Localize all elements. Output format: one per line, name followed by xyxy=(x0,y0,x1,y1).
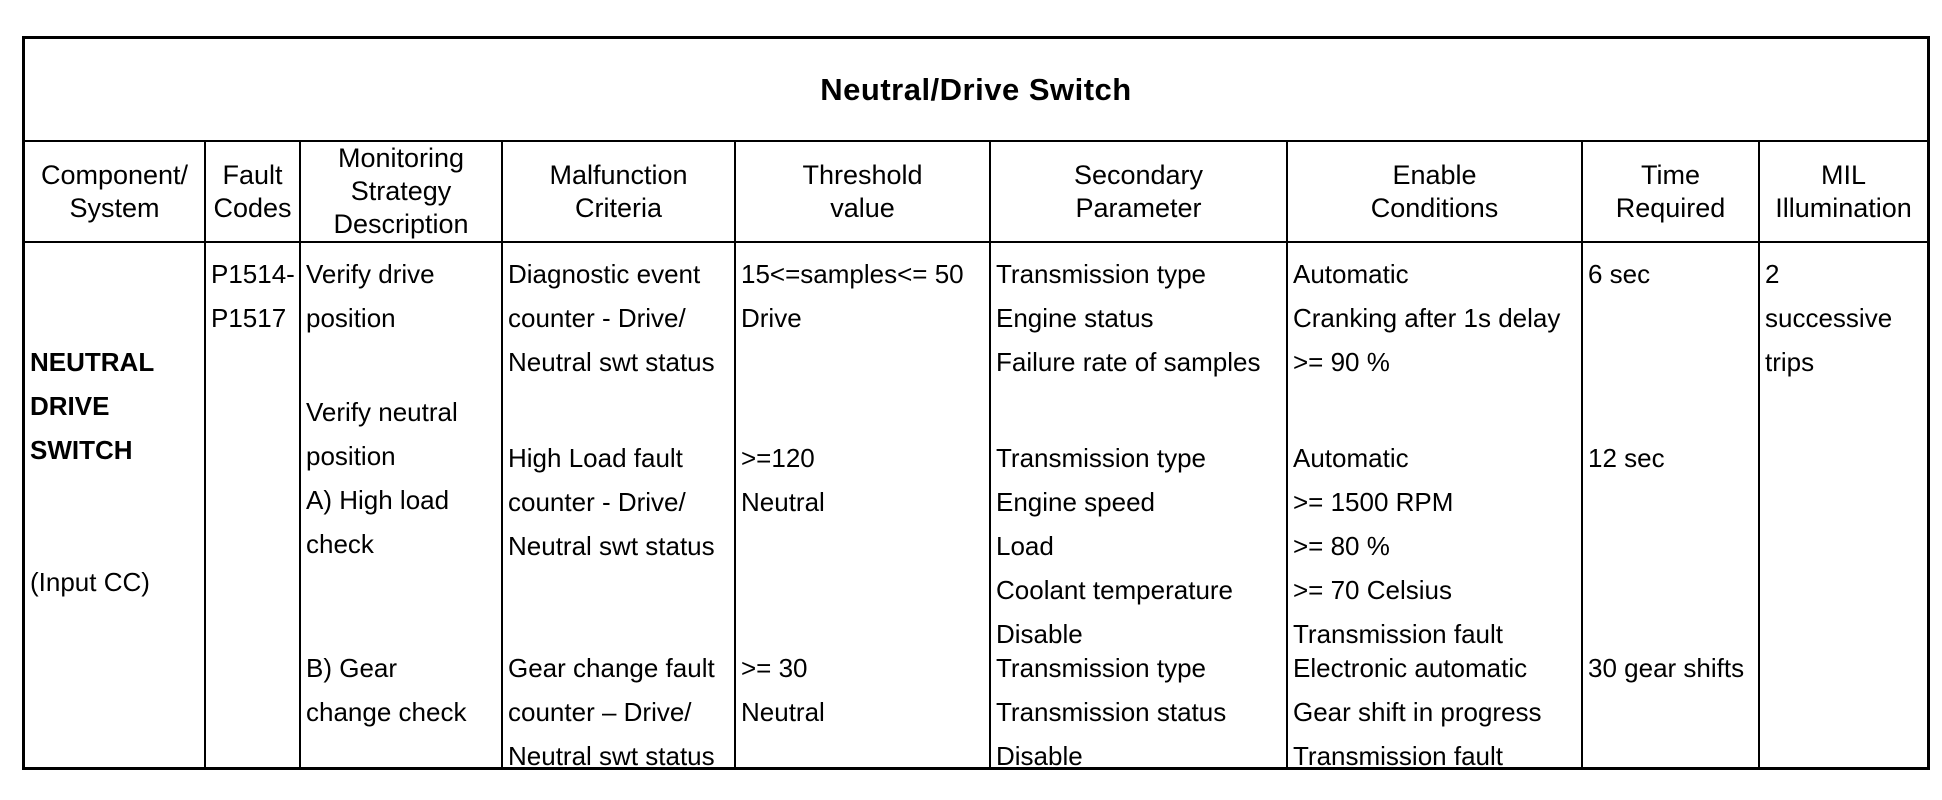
column-header-threshold-value: Threshold value xyxy=(736,142,991,241)
table-body-row: NEUTRAL DRIVE SWITCH (Input CC) P1514- P… xyxy=(25,243,1927,767)
column-header-mil-illumination: MIL Illumination xyxy=(1775,159,1912,223)
cell-fault-codes: P1514- P1517 xyxy=(206,243,301,767)
cell-monitoring-strategy: Verify drive position Verify neutral pos… xyxy=(301,243,503,767)
cell-threshold-value: 15<=samples<= 50 Drive >=120 Neutral >= … xyxy=(736,243,991,767)
cell-component-system: NEUTRAL DRIVE SWITCH (Input CC) xyxy=(25,243,206,767)
threshold-check-2: >=120 Neutral xyxy=(741,443,825,517)
threshold-check-3: >= 30 Neutral xyxy=(741,653,825,727)
column-header-enable-conditions: Enable Conditions xyxy=(1288,142,1583,241)
time-check-2: 12 sec xyxy=(1588,443,1665,473)
cell-mil-illumination: 2 successive trips xyxy=(1760,243,1927,767)
monitoring-check-2: Verify neutral position A) High load che… xyxy=(306,397,458,559)
monitoring-check-3: B) Gear change check xyxy=(306,653,467,727)
component-name: NEUTRAL DRIVE SWITCH (Input CC) xyxy=(30,252,204,692)
column-header-fault-codes: Fault Codes xyxy=(206,142,301,241)
cell-enable-conditions: Automatic Cranking after 1s delay >= 90 … xyxy=(1288,243,1583,767)
cell-malfunction-criteria: Diagnostic event counter - Drive/ Neutra… xyxy=(503,243,736,767)
diagnostic-summary-table: Neutral/Drive Switch Component/ System F… xyxy=(22,36,1930,770)
time-check-3: 30 gear shifts xyxy=(1588,653,1745,683)
malfunction-check-1: Diagnostic event counter - Drive/ Neutra… xyxy=(508,259,715,377)
cell-time-required: 6 sec 12 sec 30 gear shifts xyxy=(1583,243,1760,767)
secondary-check-1: Transmission type Engine status Failure … xyxy=(996,259,1261,377)
time-check-1: 6 sec xyxy=(1588,259,1651,289)
column-header-monitoring-strategy: Monitoring Strategy Description xyxy=(301,142,503,241)
malfunction-check-3: Gear change fault counter – Drive/ Neutr… xyxy=(508,653,715,767)
threshold-check-1: 15<=samples<= 50 Drive xyxy=(741,259,964,333)
enable-check-1: Automatic Cranking after 1s delay >= 90 … xyxy=(1293,259,1561,377)
fault-codes-value: P1514- P1517 xyxy=(211,259,295,333)
component-name-sub: (Input CC) xyxy=(30,567,150,597)
enable-check-2: Automatic >= 1500 RPM >= 80 % >= 70 Cels… xyxy=(1293,443,1503,649)
column-header-secondary-parameter: Secondary Parameter xyxy=(991,142,1288,241)
secondary-check-3: Transmission type Transmission status Di… xyxy=(996,653,1227,767)
malfunction-check-2: High Load fault counter - Drive/ Neutral… xyxy=(508,443,715,561)
mil-check-1: 2 successive trips xyxy=(1765,259,1893,377)
column-header-time-required: Time Required xyxy=(1583,142,1760,241)
monitoring-check-1: Verify drive position xyxy=(306,259,435,333)
secondary-check-2: Transmission type Engine speed Load Cool… xyxy=(996,443,1234,649)
table-title: Neutral/Drive Switch xyxy=(820,71,1132,107)
table-header-row: Component/ System Fault Codes Monitoring… xyxy=(25,142,1927,243)
enable-check-3: Electronic automatic Gear shift in progr… xyxy=(1293,653,1542,767)
column-header-malfunction-criteria: Malfunction Criteria xyxy=(503,142,736,241)
column-header-component-system: Component/ System xyxy=(25,142,206,241)
table-title-row: Neutral/Drive Switch xyxy=(25,39,1927,142)
cell-secondary-parameter: Transmission type Engine status Failure … xyxy=(991,243,1288,767)
component-name-main: NEUTRAL DRIVE SWITCH xyxy=(30,347,155,465)
